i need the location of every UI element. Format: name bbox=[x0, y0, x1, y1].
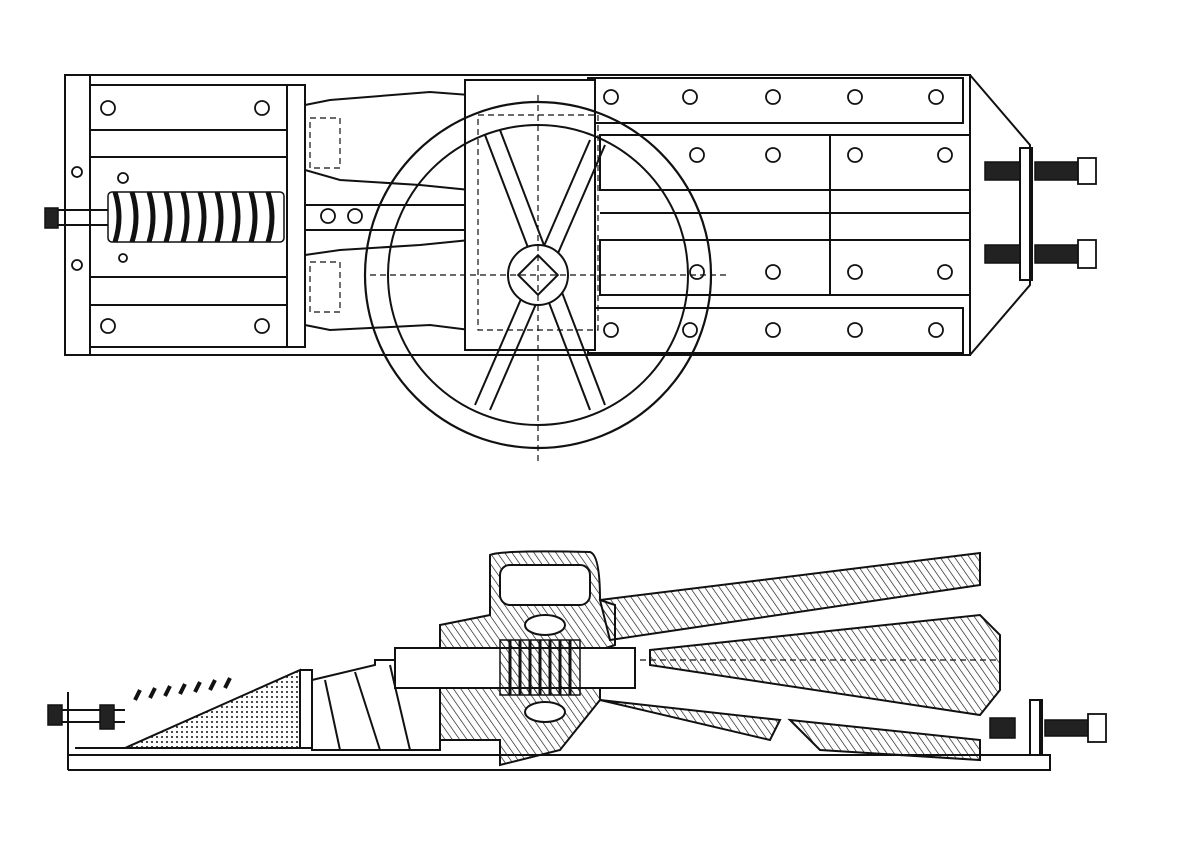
spring-coil bbox=[44, 191, 285, 243]
spring-nut bbox=[47, 704, 63, 726]
wedge-block bbox=[124, 668, 301, 749]
base-plate bbox=[68, 700, 1051, 771]
plan-view bbox=[44, 74, 1097, 465]
handwheel bbox=[363, 79, 730, 465]
rail-plates bbox=[587, 77, 971, 354]
adjusting-bolts bbox=[969, 74, 1097, 356]
end-bolt bbox=[989, 717, 1016, 739]
cone-core bbox=[649, 613, 1001, 717]
cone-upper bbox=[598, 551, 981, 642]
spring-housing bbox=[71, 84, 306, 348]
frame-outline bbox=[64, 74, 971, 356]
section-view bbox=[47, 550, 1107, 771]
